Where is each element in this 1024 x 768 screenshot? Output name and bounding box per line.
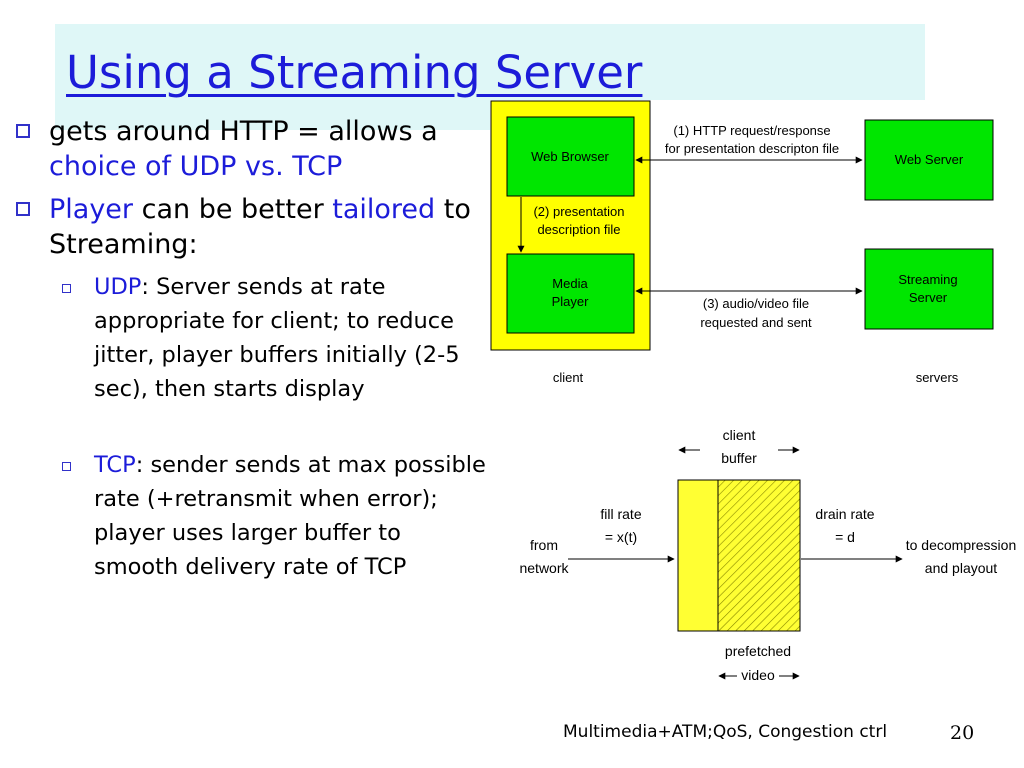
drain-rate-label-2: = d xyxy=(835,529,855,545)
client-buffer-label-1: client xyxy=(723,427,756,443)
web-browser-label: Web Browser xyxy=(531,149,609,164)
servers-label: servers xyxy=(916,370,959,385)
square-bullet-icon xyxy=(16,124,30,138)
sub-bullet-tcp: TCP: sender sends at max possible rate (… xyxy=(62,448,486,584)
page-number: 20 xyxy=(950,722,975,744)
client-buffer-label-2: buffer xyxy=(721,450,757,466)
step1-label-1: (1) HTTP request/response xyxy=(673,123,830,138)
step3-label-2: requested and sent xyxy=(700,315,812,330)
slide-title: Using a Streaming Server xyxy=(66,46,643,99)
drain-rate-label-1: drain rate xyxy=(815,506,874,522)
step2-label-2: description file xyxy=(537,222,620,237)
bullet-http: gets around HTTP = allows a choice of UD… xyxy=(16,114,486,184)
web-server-box xyxy=(864,119,994,201)
square-bullet-icon xyxy=(16,202,30,216)
web-browser-box xyxy=(506,116,635,197)
fill-rate-label-2: = x(t) xyxy=(605,529,637,545)
from-network-label-2: network xyxy=(519,560,569,576)
streaming-server-label-1: Streaming xyxy=(898,272,957,287)
media-player-label-1: Media xyxy=(552,276,588,291)
streaming-server-box xyxy=(864,248,994,330)
streaming-server-label-2: Server xyxy=(909,290,948,305)
slide-footer: Multimedia+ATM;QoS, Congestion ctrl xyxy=(563,722,888,742)
buffer-prefetched xyxy=(717,479,801,632)
sub-bullet-udp: UDP: Server sends at rate appropriate fo… xyxy=(62,270,486,406)
step3-label-1: (3) audio/video file xyxy=(703,296,809,311)
bullet-player: Player can be better tailored to Streami… xyxy=(16,192,486,262)
client-label: client xyxy=(553,370,584,385)
media-player-box xyxy=(506,253,635,334)
title-background xyxy=(55,24,925,100)
prefetched-label-2: video xyxy=(741,667,775,683)
media-player-label-2: Player xyxy=(552,294,590,309)
from-network-label-1: from xyxy=(530,537,558,553)
prefetched-label-1: prefetched xyxy=(725,643,791,659)
to-decompression-label-1: to decompression xyxy=(906,537,1017,553)
web-server-label: Web Server xyxy=(895,152,964,167)
buffer-filled xyxy=(677,479,719,632)
title-background-lower xyxy=(55,100,490,130)
bullet-list: gets around HTTP = allows a choice of UD… xyxy=(16,114,486,584)
square-bullet-icon xyxy=(62,284,71,293)
fill-rate-label-1: fill rate xyxy=(600,506,641,522)
step1-label-2: for presentation descripton file xyxy=(665,141,839,156)
step2-label-1: (2) presentation xyxy=(533,204,624,219)
to-decompression-label-2: and playout xyxy=(925,560,998,576)
square-bullet-icon xyxy=(62,462,71,471)
